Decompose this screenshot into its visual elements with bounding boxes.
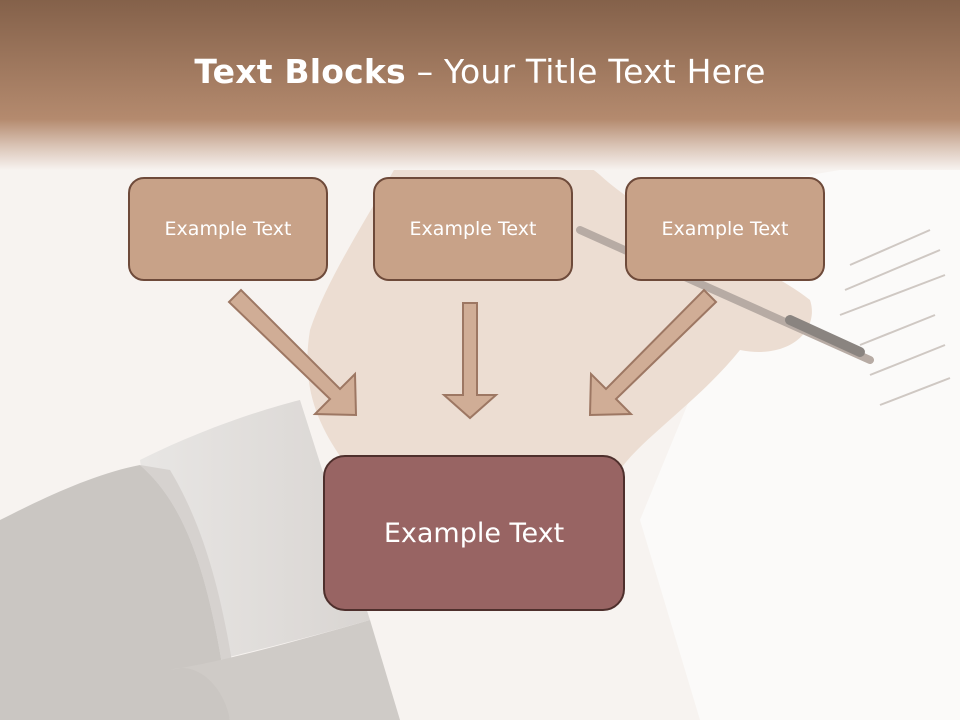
text-block-1: Example Text [128, 177, 328, 281]
title-rest: Your Title Text Here [443, 52, 766, 91]
text-block-3: Example Text [625, 177, 825, 281]
title-dash: – [405, 52, 444, 91]
center-text-block: Example Text [323, 455, 625, 611]
title-bold: Text Blocks [194, 52, 406, 91]
text-block-2: Example Text [373, 177, 573, 281]
slide-title: Text Blocks – Your Title Text Here [0, 52, 960, 91]
